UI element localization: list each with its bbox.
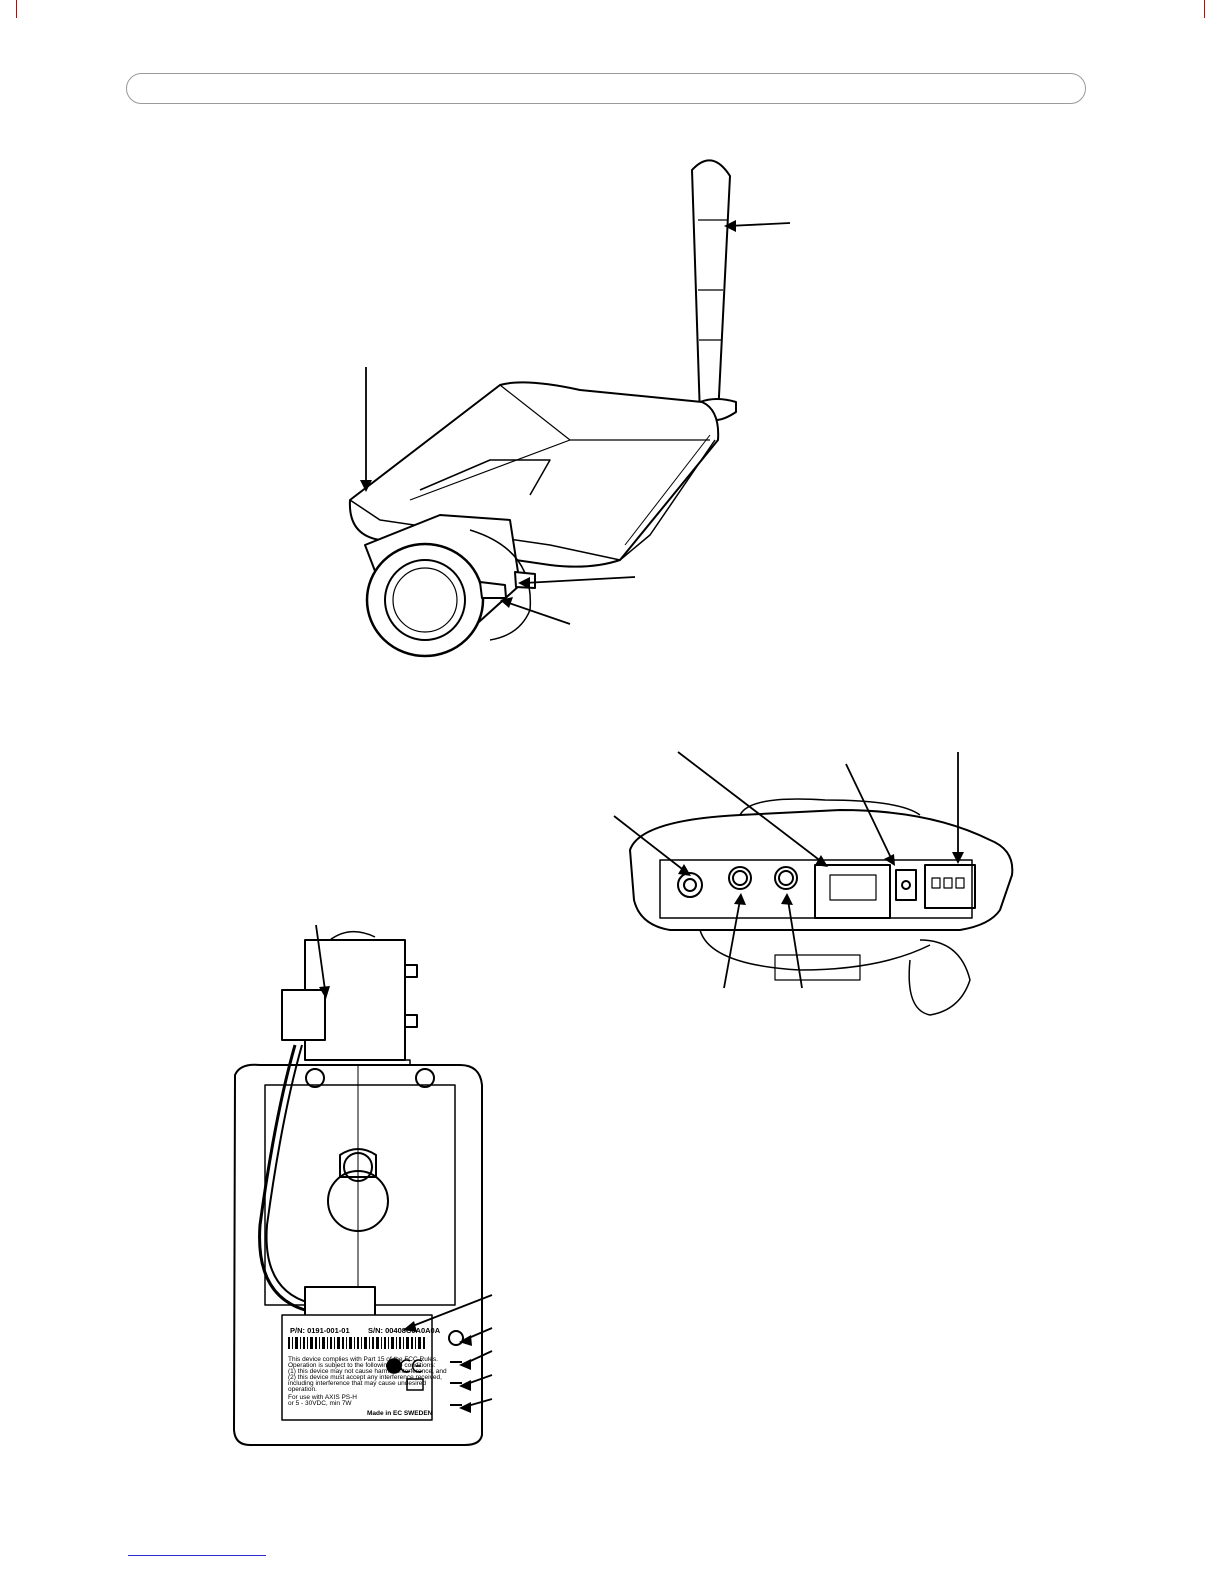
camera-connector-view <box>613 751 1014 1016</box>
camera-back-view: P/N: 0191-001-01 S/N: 00408C0A0A0A This … <box>233 924 493 1446</box>
page-crop-mark-right <box>1204 0 1205 18</box>
fcc-line-3: (1) this device may not cause harmful in… <box>288 1368 447 1375</box>
fcc-line-5: including interference that may cause un… <box>288 1380 426 1387</box>
serial-number: S/N: 00408C0A0A0A <box>368 1326 441 1335</box>
fcc-line-6: operation. <box>288 1386 317 1393</box>
fcc-line-4: (2) this device must accept any interfer… <box>288 1374 442 1381</box>
connector-callouts <box>613 751 959 989</box>
ce-mark-icon <box>386 1358 424 1391</box>
lens-drawing <box>364 514 536 658</box>
header-bar <box>126 73 1086 104</box>
footer-link-underline[interactable] <box>128 1555 266 1556</box>
part-number: P/N: 0191-001-01 <box>290 1326 350 1335</box>
fcc-line-1: This device complies with Part 15 of the… <box>288 1356 438 1363</box>
barcode <box>288 1337 425 1349</box>
power-line-2: or 5 - 30VDC, min 7W <box>288 1400 352 1407</box>
fcc-line-2: Operation is subject to the following tw… <box>288 1362 436 1369</box>
power-line-1: For use with AXIS PS-H <box>288 1394 357 1401</box>
camera-front-view <box>348 159 791 658</box>
antenna-drawing <box>691 159 737 421</box>
front-callouts <box>365 222 791 625</box>
product-label: P/N: 0191-001-01 S/N: 00408C0A0A0A This … <box>288 1326 447 1417</box>
page-crop-mark-left <box>16 0 17 18</box>
origin-text: Made in EC SWEDEN <box>367 1410 433 1417</box>
